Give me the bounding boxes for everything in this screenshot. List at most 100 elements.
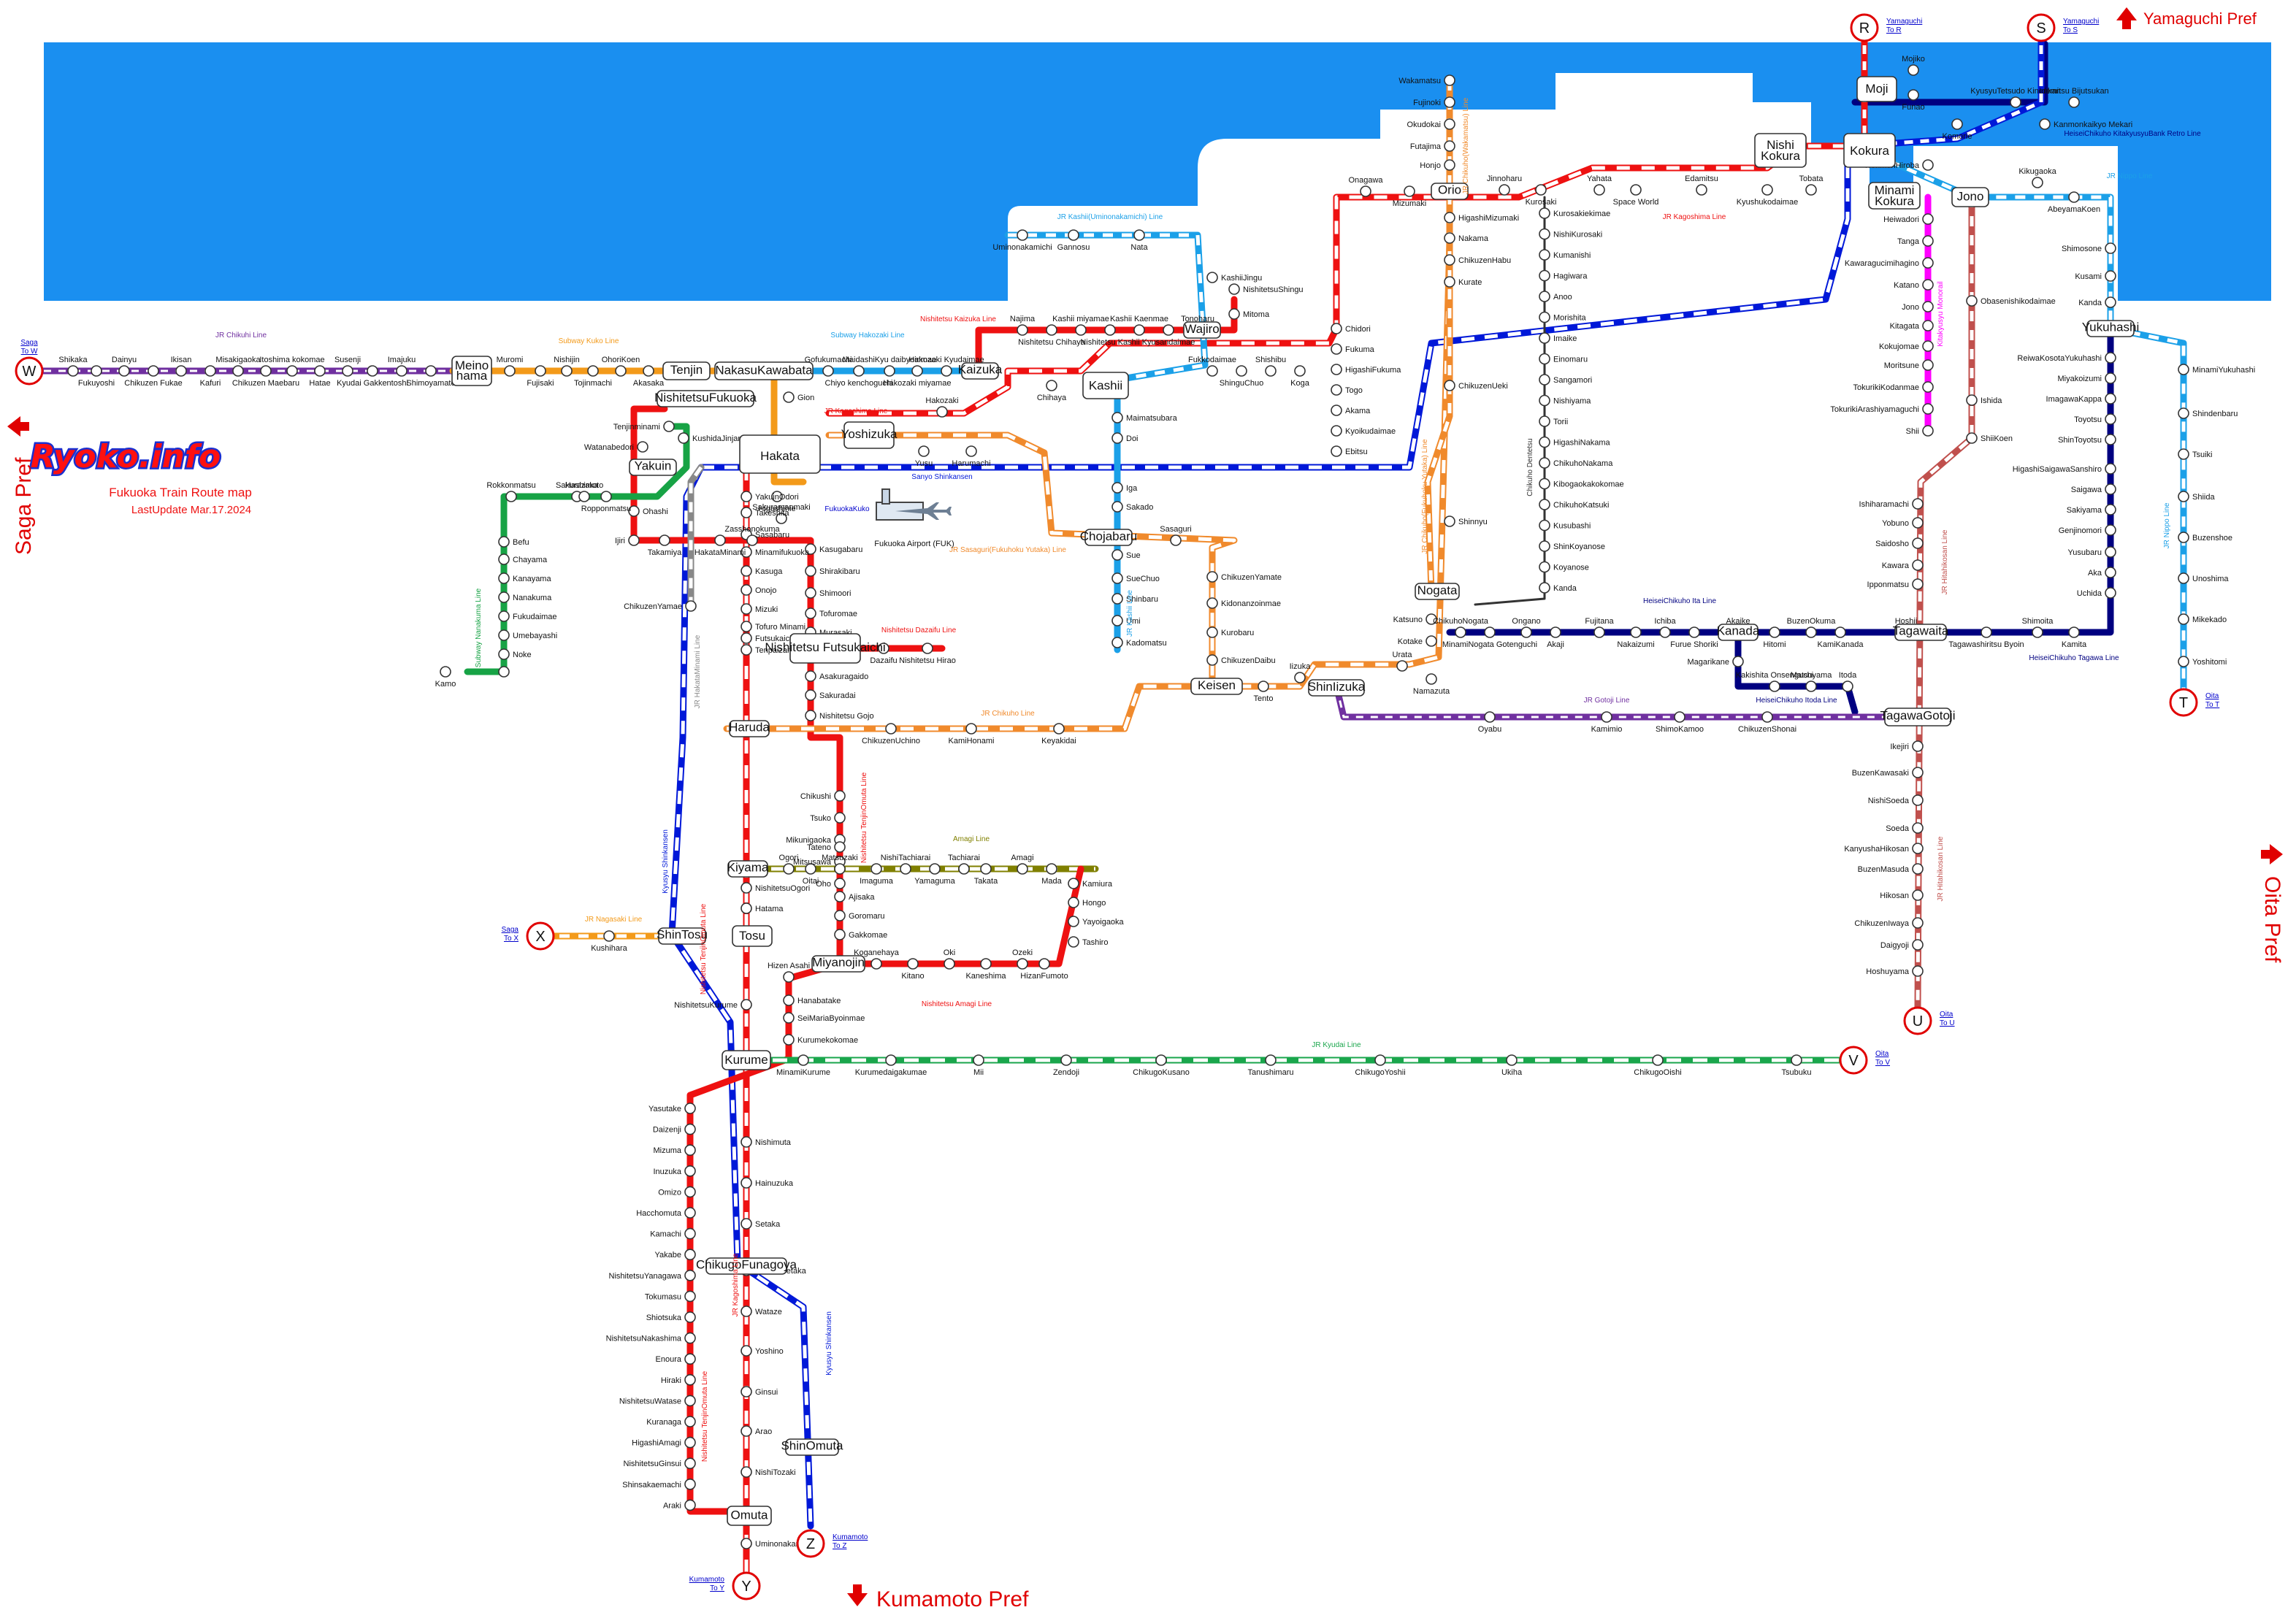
station-marker[interactable]	[1133, 229, 1145, 241]
station-marker[interactable]	[578, 491, 590, 502]
station-marker[interactable]	[1017, 863, 1028, 875]
station-marker[interactable]	[2105, 567, 2116, 578]
station-marker[interactable]	[834, 841, 846, 853]
station-marker[interactable]	[1111, 593, 1123, 605]
station-marker[interactable]	[797, 1054, 809, 1066]
station-marker[interactable]	[498, 536, 510, 548]
station-marker[interactable]	[741, 507, 752, 518]
station-marker[interactable]	[2178, 613, 2189, 625]
station-marker[interactable]	[1805, 626, 1817, 638]
hub-kokura[interactable]: Kokura	[1843, 133, 1896, 168]
station-marker[interactable]	[1331, 404, 1342, 416]
station-marker[interactable]	[1593, 184, 1605, 196]
station-marker[interactable]	[929, 863, 941, 875]
station-marker[interactable]	[1966, 394, 1978, 406]
station-marker[interactable]	[1912, 578, 1924, 590]
hub-chikugofunagoya[interactable]: ChikugoFunagoya	[696, 1257, 797, 1275]
station-marker[interactable]	[204, 365, 216, 377]
station-marker[interactable]	[1258, 680, 1269, 692]
hub-wajiro[interactable]: Wajiro	[1183, 321, 1221, 339]
station-marker[interactable]	[980, 958, 992, 970]
hub-tagawaita[interactable]: Tagawaita	[1893, 624, 1949, 641]
station-marker[interactable]	[1539, 249, 1550, 261]
station-marker[interactable]	[1104, 324, 1116, 336]
station-marker[interactable]	[684, 1103, 696, 1114]
station-marker[interactable]	[2068, 96, 2080, 108]
station-marker[interactable]	[1455, 626, 1466, 638]
station-marker[interactable]	[561, 365, 573, 377]
station-marker[interactable]	[498, 610, 510, 622]
station-marker[interactable]	[741, 1305, 752, 1317]
station-marker[interactable]	[1444, 159, 1455, 171]
station-marker[interactable]	[684, 1457, 696, 1469]
station-marker[interactable]	[1912, 517, 1924, 529]
station-marker[interactable]	[1922, 425, 1934, 437]
station-marker[interactable]	[741, 546, 752, 558]
station-marker[interactable]	[440, 666, 451, 678]
hub-moji[interactable]: Moji	[1856, 76, 1897, 102]
station-marker[interactable]	[1068, 916, 1079, 927]
station-marker[interactable]	[870, 863, 882, 875]
station-marker[interactable]	[1206, 571, 1218, 583]
station-marker[interactable]	[1535, 184, 1547, 196]
hub-stations[interactable]: HakataKokuraKashiiKurumeTosuMojiJonoNish…	[451, 76, 2139, 1526]
station-marker[interactable]	[1539, 561, 1550, 573]
station-marker[interactable]	[175, 365, 187, 377]
hub-shintosu[interactable]: ShinTosu	[657, 927, 708, 945]
station-marker[interactable]	[1696, 184, 1707, 196]
station-marker[interactable]	[1444, 212, 1455, 223]
station-marker[interactable]	[958, 863, 970, 875]
station-marker[interactable]	[637, 441, 648, 453]
station-marker[interactable]	[1912, 822, 1924, 834]
hub-kiyama[interactable]: Kiyama	[727, 860, 769, 878]
hub-keisen[interactable]: Keisen	[1190, 678, 1243, 695]
station-marker[interactable]	[1539, 353, 1550, 365]
hub-nogata[interactable]: Nogata	[1415, 583, 1460, 600]
station-marker[interactable]	[1922, 320, 1934, 331]
hub-kanada[interactable]: Kanada	[1717, 624, 1760, 641]
station-marker[interactable]	[498, 666, 510, 678]
hub-haruda[interactable]: Haruda	[729, 720, 770, 737]
station-marker[interactable]	[2105, 352, 2116, 364]
station-marker[interactable]	[741, 603, 752, 615]
station-marker[interactable]	[834, 790, 846, 802]
station-marker[interactable]	[741, 1177, 752, 1189]
station-marker[interactable]	[1951, 118, 1963, 130]
station-marker[interactable]	[1922, 359, 1934, 371]
hub-nakasukawabata[interactable]: NakasuKawabata	[714, 361, 814, 380]
station-marker[interactable]	[1444, 140, 1455, 152]
station-marker[interactable]	[1674, 711, 1685, 723]
station-marker[interactable]	[771, 491, 783, 502]
station-marker[interactable]	[1236, 365, 1247, 377]
station-marker[interactable]	[834, 863, 846, 875]
station-marker[interactable]	[2105, 504, 2116, 515]
station-marker[interactable]	[2105, 546, 2116, 558]
station-marker[interactable]	[853, 365, 865, 377]
station-marker[interactable]	[1426, 613, 1437, 625]
station-marker[interactable]	[805, 607, 816, 619]
station-marker[interactable]	[1294, 672, 1306, 683]
station-marker[interactable]	[805, 863, 816, 875]
station-marker[interactable]	[684, 1249, 696, 1260]
station-marker[interactable]	[1912, 794, 1924, 806]
station-marker[interactable]	[1922, 340, 1934, 352]
station-marker[interactable]	[498, 553, 510, 565]
station-marker[interactable]	[1912, 917, 1924, 929]
station-marker[interactable]	[2178, 407, 2189, 419]
station-marker[interactable]	[1053, 723, 1065, 735]
station-marker[interactable]	[965, 723, 977, 735]
station-marker[interactable]	[260, 365, 272, 377]
station-marker[interactable]	[783, 994, 795, 1006]
station-marker[interactable]	[1068, 936, 1079, 948]
hub-nishitetsufukuoka[interactable]: NishitetsuFukuoka	[654, 390, 757, 407]
hub-kurume[interactable]: Kurume	[722, 1050, 771, 1070]
station-marker[interactable]	[1444, 254, 1455, 266]
station-marker[interactable]	[1017, 324, 1028, 336]
station-marker[interactable]	[1046, 380, 1057, 391]
station-marker[interactable]	[1111, 637, 1123, 648]
station-marker[interactable]	[684, 1374, 696, 1386]
station-marker[interactable]	[684, 1270, 696, 1281]
station-marker[interactable]	[684, 1311, 696, 1323]
station-marker[interactable]	[1769, 680, 1780, 692]
